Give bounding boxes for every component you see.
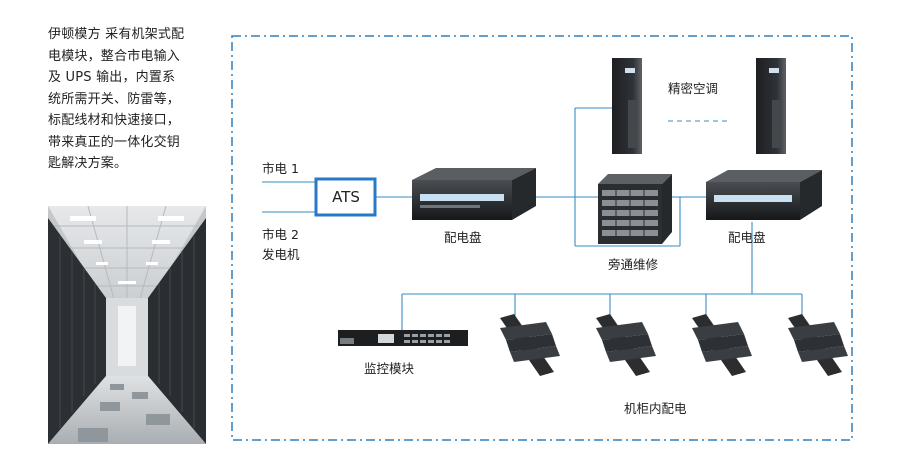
description-line: 带来真正的一体化交钥 bbox=[48, 134, 181, 150]
description-line: 匙解决方案。 bbox=[48, 156, 128, 171]
monitoring-module bbox=[338, 330, 468, 346]
precision-ac-label: 精密空调 bbox=[668, 81, 719, 96]
description-line: 标配线材和快速接口， bbox=[48, 113, 181, 128]
generator-label: 发电机 bbox=[262, 247, 300, 262]
pdu-left-label: 配电盘 bbox=[444, 230, 482, 245]
mains-1-label: 市电 1 bbox=[262, 161, 299, 176]
mains-2-label: 市电 2 bbox=[262, 227, 299, 242]
ats-label: ATS bbox=[332, 188, 360, 206]
pdu-right-label: 配电盘 bbox=[728, 230, 766, 245]
ups-chassis bbox=[598, 174, 672, 244]
datacenter-photo bbox=[48, 206, 206, 444]
description-line: 及 UPS 输出，内置系 bbox=[48, 70, 176, 85]
rack-pdu-1 bbox=[500, 314, 560, 376]
rack-pdu-4 bbox=[788, 314, 848, 376]
pdu-cabinet-right bbox=[706, 170, 822, 220]
description-line: 伊顿模方 采有机架式配 bbox=[48, 27, 185, 42]
monitoring-module-label: 监控模块 bbox=[364, 361, 415, 376]
ac-unit-right bbox=[756, 58, 786, 154]
bypass-maintenance-label: 旁通维修 bbox=[608, 257, 659, 272]
system-frame bbox=[231, 35, 853, 441]
description-line: 统所需开关、防雷等， bbox=[48, 91, 181, 107]
ac-unit-left bbox=[612, 58, 642, 154]
rack-pdu-3 bbox=[692, 314, 752, 376]
pdu-cabinet-left bbox=[412, 168, 536, 220]
rack-pdu-2 bbox=[596, 314, 656, 376]
rack-pdu-label: 机柜内配电 bbox=[624, 401, 687, 416]
description-line: 电模块，整合市电输入 bbox=[48, 48, 181, 64]
description-text: 伊顿模方 采有机架式配 电模块，整合市电输入 及 UPS 输出，内置系 统所需开… bbox=[48, 24, 218, 175]
ats-box bbox=[314, 177, 377, 217]
connection-lines bbox=[262, 107, 803, 330]
